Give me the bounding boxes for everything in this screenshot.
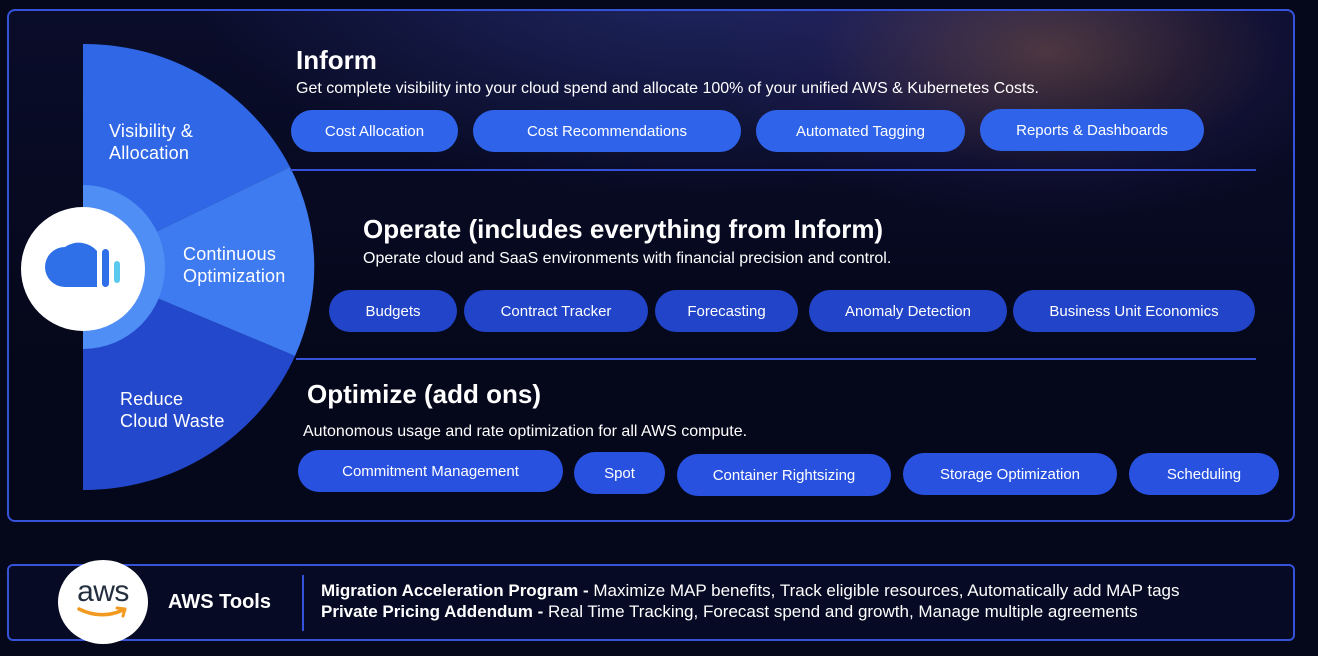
fan-label-line: Allocation bbox=[109, 143, 190, 163]
logo bbox=[21, 207, 145, 331]
aws-logo-text: aws bbox=[77, 575, 129, 608]
fan-label-reduce-cloud-waste: Reduce Cloud Waste bbox=[120, 388, 225, 432]
feature-container-rightsizing[interactable]: Container Rightsizing bbox=[677, 454, 891, 496]
aws-tool-ppa: Private Pricing Addendum - Real Time Tra… bbox=[321, 602, 1138, 622]
fan-label-line: Cloud Waste bbox=[120, 411, 225, 431]
section-divider bbox=[290, 169, 1256, 171]
aws-tool-detail: Real Time Tracking, Forecast spend and g… bbox=[543, 602, 1138, 621]
feature-budgets[interactable]: Budgets bbox=[329, 290, 457, 332]
feature-cost-recommendations[interactable]: Cost Recommendations bbox=[473, 110, 741, 152]
feature-automated-tagging[interactable]: Automated Tagging bbox=[756, 110, 965, 152]
aws-tools-label: AWS Tools bbox=[168, 591, 271, 613]
feature-contract-tracker[interactable]: Contract Tracker bbox=[464, 290, 648, 332]
fan-label-line: Optimization bbox=[183, 266, 286, 286]
optimize-description: Autonomous usage and rate optimization f… bbox=[303, 423, 748, 440]
feature-cost-allocation[interactable]: Cost Allocation bbox=[291, 110, 458, 152]
optimize-title: Optimize (add ons) bbox=[307, 379, 541, 409]
aws-tools-panel bbox=[7, 564, 1295, 641]
cloud-bars-logo-icon bbox=[45, 242, 120, 287]
aws-tool-detail: Maximize MAP benefits, Track eligible re… bbox=[588, 581, 1180, 600]
aws-tool-name: Migration Acceleration Program - bbox=[321, 581, 589, 600]
feature-spot[interactable]: Spot bbox=[574, 452, 665, 494]
fan-label-continuous-optimization: Continuous Optimization bbox=[183, 243, 285, 287]
aws-smile-icon bbox=[77, 606, 127, 618]
fan-label-line: Visibility & bbox=[109, 121, 194, 141]
aws-logo: aws bbox=[58, 560, 148, 644]
aws-divider bbox=[302, 575, 304, 631]
fan-label-line: Continuous bbox=[183, 244, 277, 264]
inform-description: Get complete visibility into your cloud … bbox=[296, 80, 1039, 97]
operate-title: Operate (includes everything from Inform… bbox=[363, 214, 884, 244]
feature-anomaly-detection[interactable]: Anomaly Detection bbox=[809, 290, 1007, 332]
aws-tool-map: Migration Acceleration Program - Maximiz… bbox=[321, 581, 1180, 601]
feature-reports-dashboards[interactable]: Reports & Dashboards bbox=[980, 109, 1204, 151]
feature-storage-optimization[interactable]: Storage Optimization bbox=[903, 453, 1117, 495]
fan-label-visibility-allocation: Visibility & Allocation bbox=[109, 120, 193, 164]
operate-description: Operate cloud and SaaS environments with… bbox=[363, 250, 892, 267]
feature-commitment-management[interactable]: Commitment Management bbox=[298, 450, 563, 492]
feature-forecasting[interactable]: Forecasting bbox=[655, 290, 798, 332]
feature-scheduling[interactable]: Scheduling bbox=[1129, 453, 1279, 495]
feature-business-unit-economics[interactable]: Business Unit Economics bbox=[1013, 290, 1255, 332]
aws-tool-name: Private Pricing Addendum - bbox=[321, 602, 544, 621]
fan-label-line: Reduce bbox=[120, 389, 184, 409]
section-divider bbox=[296, 358, 1256, 360]
inform-title: Inform bbox=[296, 45, 377, 75]
